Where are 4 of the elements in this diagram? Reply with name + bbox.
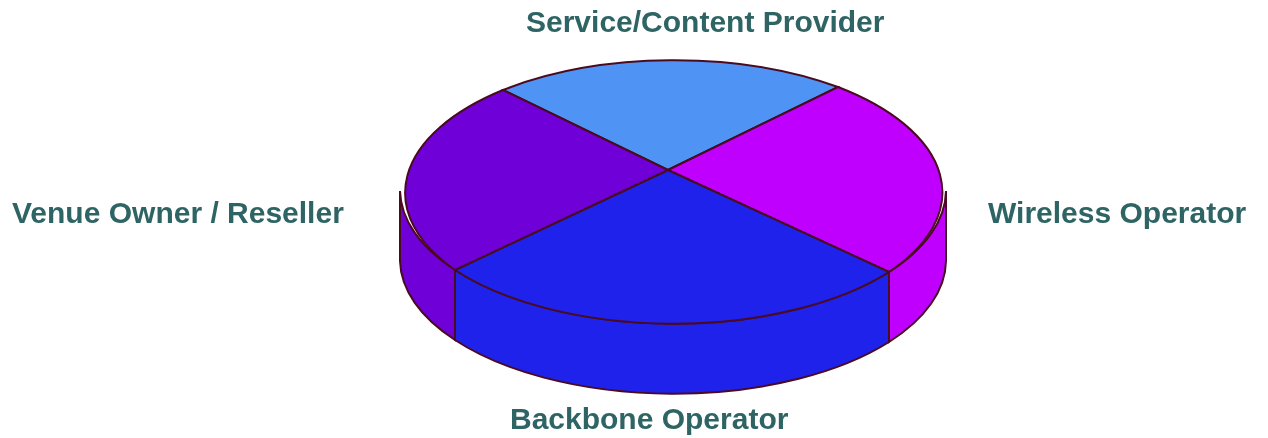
slice-label: Wireless Operator xyxy=(988,195,1247,231)
slice-label: Venue Owner / Reseller xyxy=(12,195,344,231)
slice-label: Service/Content Provider xyxy=(526,4,885,40)
slice-label: Backbone Operator xyxy=(510,401,789,437)
